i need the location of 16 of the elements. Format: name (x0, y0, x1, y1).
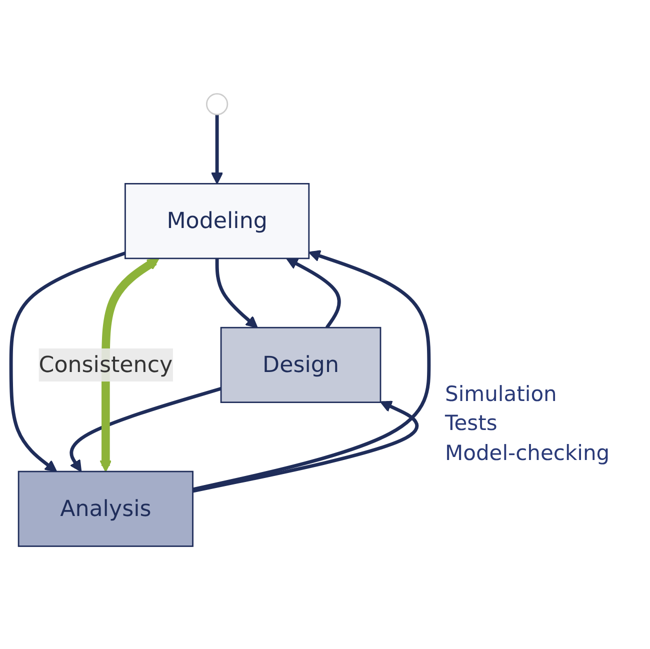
arrow (286, 258, 341, 329)
arrow (210, 114, 224, 184)
method-label: Model-checking (445, 440, 610, 467)
node-box: Analysis (18, 470, 194, 547)
node-box: Design (220, 326, 382, 404)
arrow (9, 252, 126, 472)
method-label: Tests (445, 410, 498, 438)
edge-label: Consistency (38, 351, 173, 378)
arrow (215, 258, 258, 328)
node-box: Modeling (124, 183, 310, 260)
arrow (70, 386, 222, 472)
arrow (192, 400, 419, 493)
node-circle (206, 93, 228, 116)
method-label: Simulation (445, 381, 558, 408)
arrow (100, 258, 160, 472)
arrow (192, 250, 431, 492)
